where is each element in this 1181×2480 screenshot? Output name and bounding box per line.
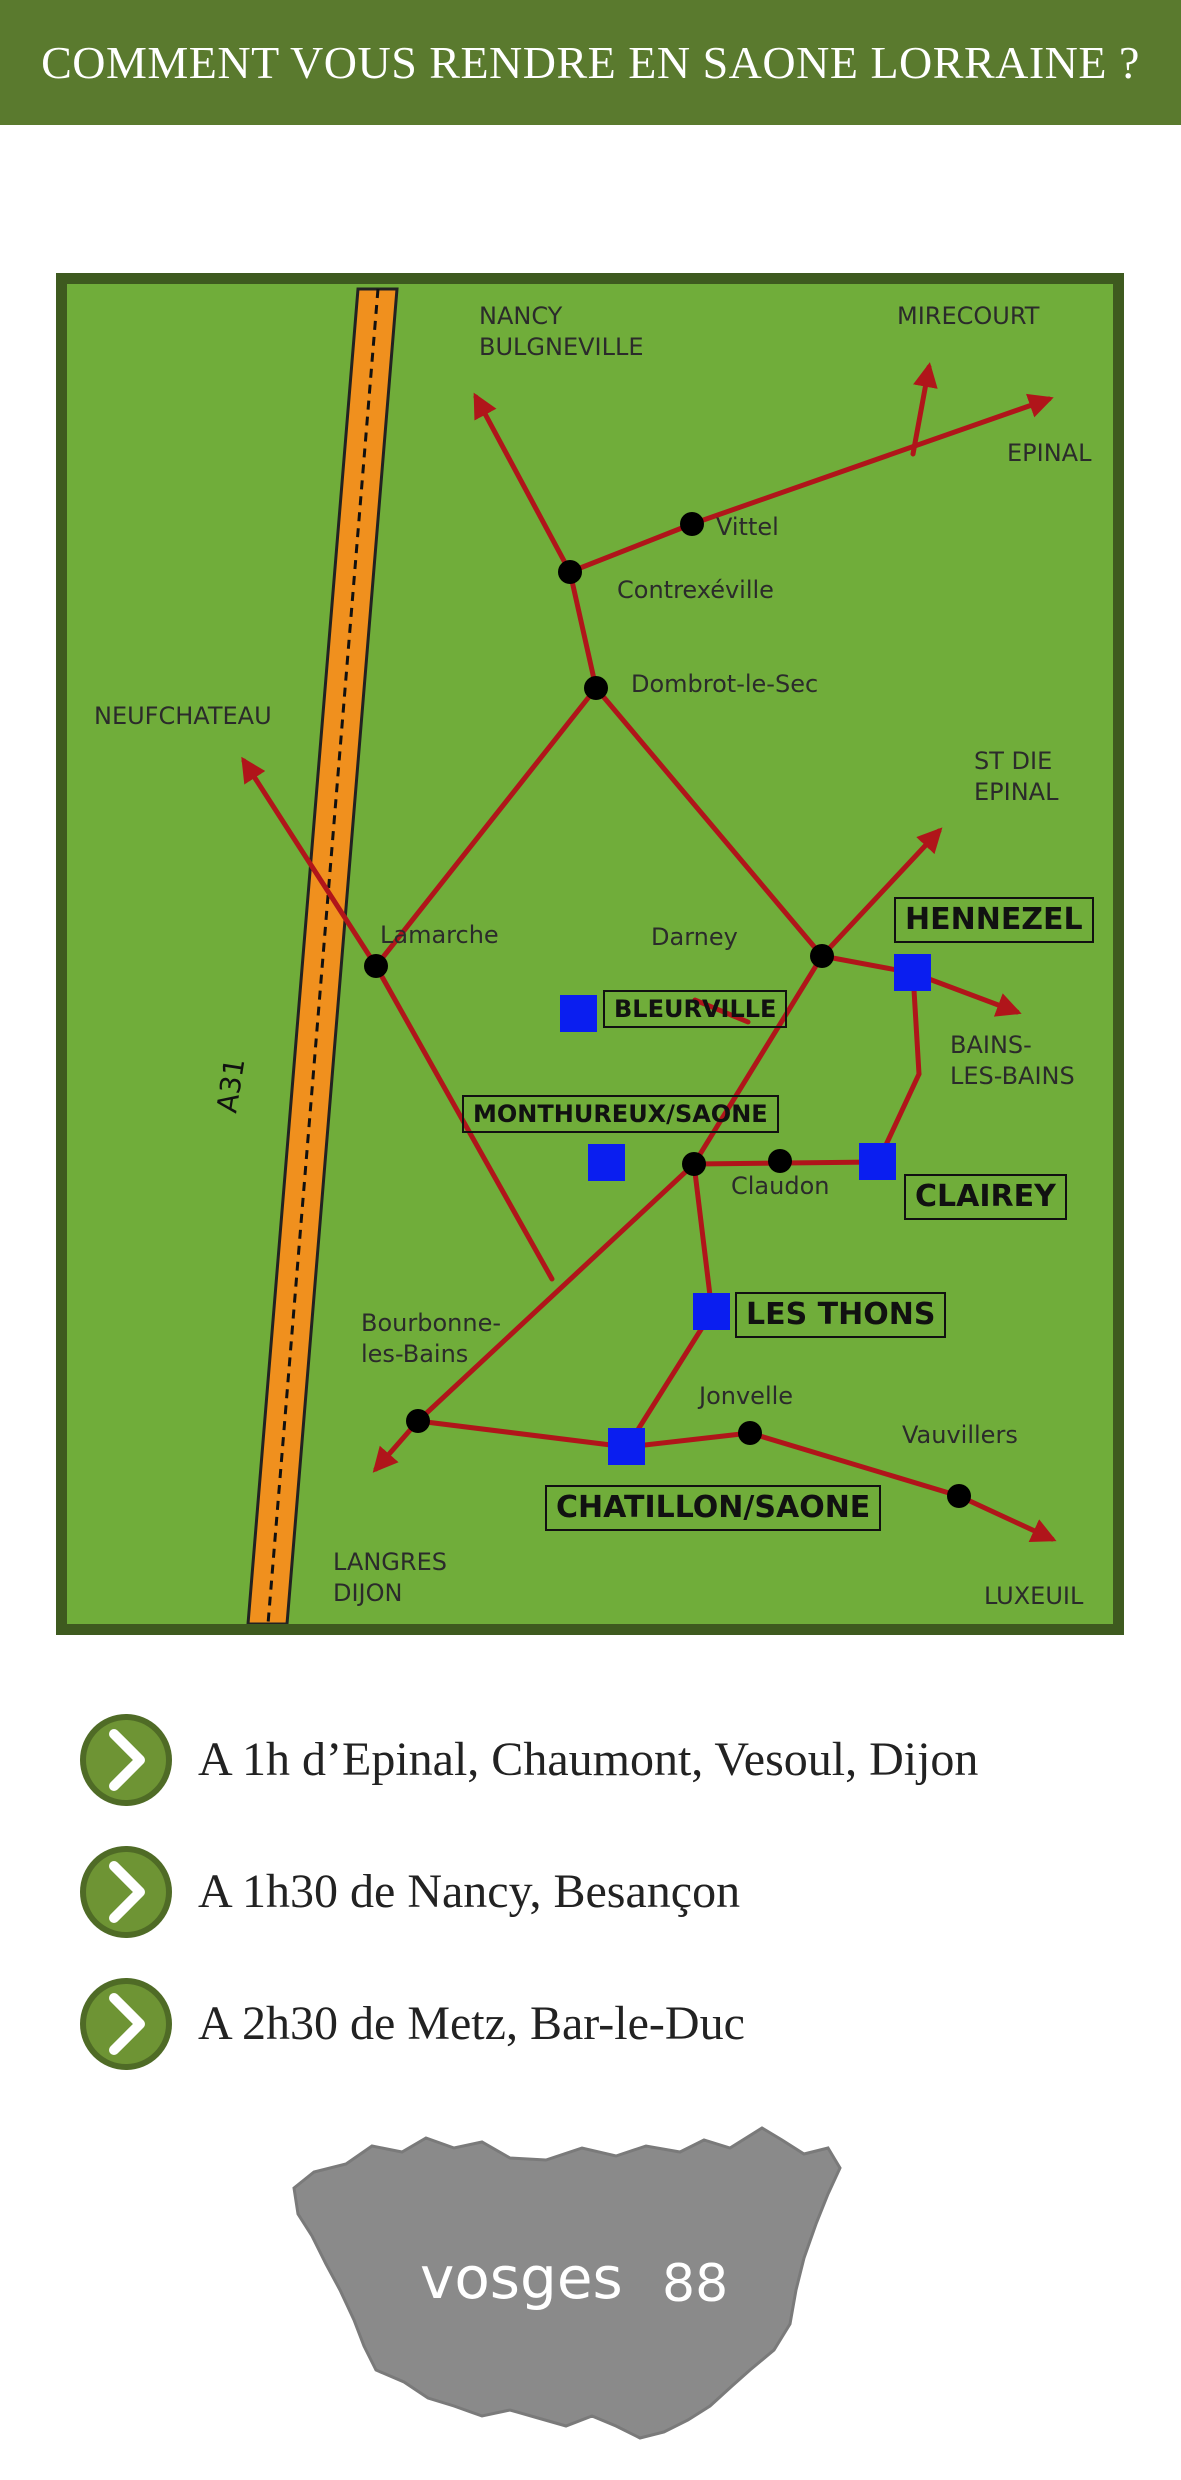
town-monthureux: MONTHUREUX/SAONE (462, 1095, 779, 1133)
travel-time-text: A 1h30 de Nancy, Besançon (198, 1865, 741, 1918)
junction-dots (364, 512, 971, 1508)
travel-time-text: A 2h30 de Metz, Bar-le-Duc (198, 1997, 745, 2050)
label-mirecourt: MIRECOURT (897, 302, 1040, 330)
label-langres-dijon: LANGRES DIJON (333, 1548, 447, 1607)
department-number: 88 (662, 2254, 729, 2314)
town-les-thons: LES THONS (735, 1292, 947, 1338)
road-map: A31 NANCY BULGNEVILLE MIRECOURT EPINAL N… (56, 273, 1124, 1635)
label-luxeuil: LUXEUIL (984, 1582, 1084, 1610)
label-contrexeville: Contrexéville (617, 576, 774, 604)
department-map: vosges 88 (284, 2120, 844, 2450)
town-markers (560, 954, 931, 1465)
label-vauvillers: Vauvillers (902, 1421, 1018, 1449)
travel-time-text: A 1h d’Epinal, Chaumont, Vesoul, Dijon (198, 1733, 979, 1786)
label-epinal: EPINAL (1007, 439, 1092, 467)
town-hennezel: HENNEZEL (894, 897, 1094, 943)
label-darney: Darney (651, 923, 738, 951)
department-name: vosges (420, 2244, 623, 2312)
town-clairey: CLAIREY (904, 1174, 1067, 1220)
chevron-right-icon (80, 1714, 172, 1806)
label-st-die-epinal: ST DIE EPINAL (974, 747, 1059, 806)
town-bleurville: BLEURVILLE (603, 990, 788, 1028)
highway-a31 (246, 287, 399, 1624)
label-bains-les-bains: BAINS- LES-BAINS (950, 1031, 1075, 1090)
label-claudon: Claudon (731, 1172, 830, 1200)
map-graphics: A31 (210, 287, 1057, 1624)
label-neufchateau: NEUFCHATEAU (94, 702, 272, 730)
chevron-right-icon (80, 1978, 172, 2070)
label-bourbonne: Bourbonne- les-Bains (361, 1309, 501, 1368)
label-jonvelle: Jonvelle (699, 1382, 794, 1410)
chevron-right-icon (80, 1846, 172, 1938)
highway-label: A31 (210, 1056, 251, 1115)
vosges-shape-icon (292, 2126, 842, 2440)
header-banner: COMMENT VOUS RENDRE EN SAONE LORRAINE ? (0, 0, 1181, 125)
label-lamarche: Lamarche (380, 921, 499, 949)
label-vittel: Vittel (716, 513, 779, 541)
label-dombrot: Dombrot-le-Sec (631, 670, 819, 698)
page-title: COMMENT VOUS RENDRE EN SAONE LORRAINE ? (41, 37, 1140, 88)
town-chatillon: CHATILLON/SAONE (545, 1485, 882, 1531)
label-nancy-bulgneville: NANCY BULGNEVILLE (479, 302, 644, 361)
